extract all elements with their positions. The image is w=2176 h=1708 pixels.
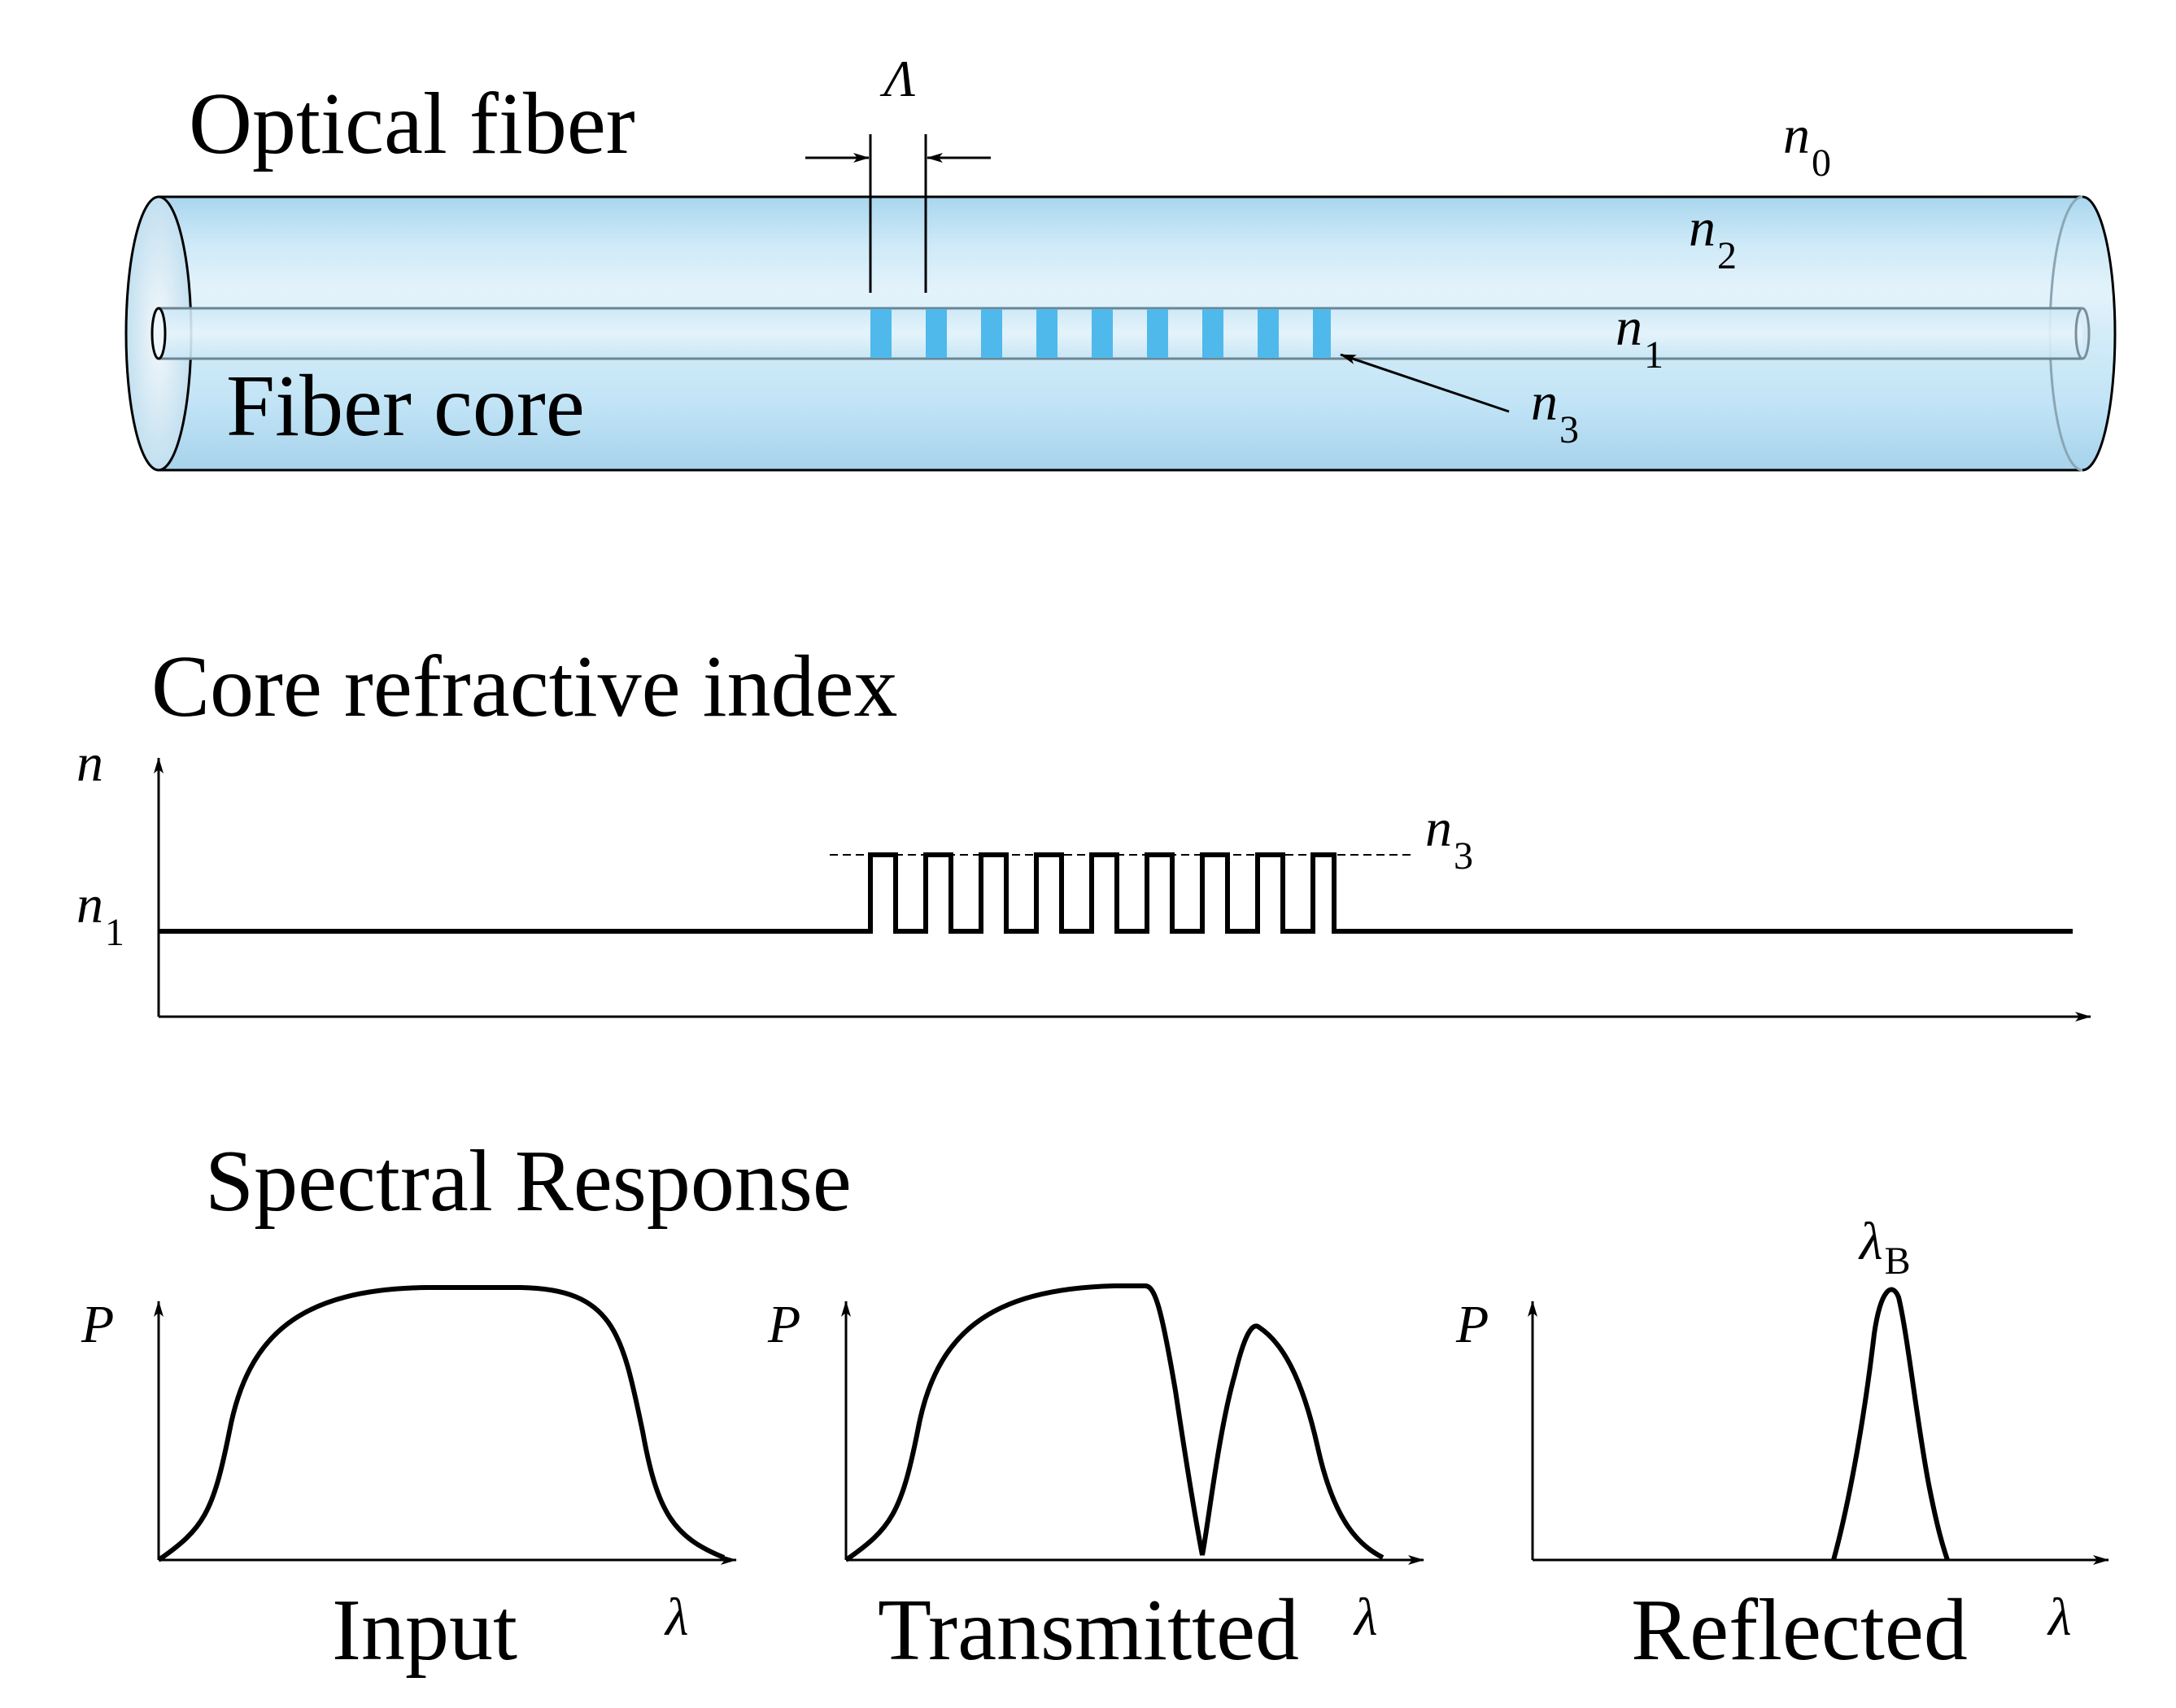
optical-fiber-title: Optical fiber xyxy=(189,76,635,172)
spectral-panel-reflected: P λ Reflected λB xyxy=(1455,1212,2109,1679)
fiber-core-label: Fiber core xyxy=(226,358,585,455)
optical-fiber xyxy=(124,195,2117,472)
n1-label: n1 xyxy=(1616,298,1664,377)
index-plot-title: Core refractive index xyxy=(151,638,898,735)
grating-band xyxy=(981,309,1002,358)
spectral-title: Spectral Response xyxy=(205,1133,852,1230)
grating-band xyxy=(1313,309,1331,358)
input-caption: Input xyxy=(332,1582,517,1679)
grating-band xyxy=(926,309,947,358)
grating-band xyxy=(1036,309,1057,358)
transmitted-spectrum-curve xyxy=(844,1283,1385,1562)
input-x-label: λ xyxy=(664,1588,689,1647)
reflected-x-label: λ xyxy=(2047,1588,2072,1647)
n3-pointer-arrow xyxy=(1340,353,1510,413)
n3-label: n3 xyxy=(1531,373,1579,451)
transmitted-x-label: λ xyxy=(1353,1588,1378,1647)
transmitted-caption: Transmitted xyxy=(878,1582,1299,1679)
n2-label: n2 xyxy=(1689,198,1737,277)
grating-band xyxy=(1258,309,1279,358)
period-label: Λ xyxy=(880,50,916,107)
grating-band xyxy=(1092,309,1113,358)
grating-band xyxy=(1147,309,1168,358)
transmitted-y-label: P xyxy=(767,1295,800,1354)
index-n3-level-label: n3 xyxy=(1425,799,1473,878)
grating-period-marker xyxy=(805,134,991,293)
n0-label: n0 xyxy=(1783,106,1831,185)
index-y-axis-label: n xyxy=(76,734,103,793)
index-plot-axes xyxy=(154,757,2091,1022)
reflected-y-label: P xyxy=(1455,1295,1489,1354)
core-right-end xyxy=(2074,307,2091,360)
refractive-index-profile xyxy=(159,852,2073,934)
index-n1-tick-label: n1 xyxy=(76,875,124,954)
spectral-panel-transmitted: P λ Transmitted xyxy=(767,1283,1424,1679)
reflected-spectrum-curve xyxy=(1831,1287,1950,1561)
core-left-end xyxy=(150,307,167,360)
input-spectrum-curve xyxy=(157,1285,726,1562)
bragg-wavelength-label: λB xyxy=(1858,1212,1911,1283)
fiber-core xyxy=(159,308,2082,359)
reflected-caption: Reflected xyxy=(1631,1582,1968,1679)
grating-band xyxy=(1202,309,1223,358)
grating-band xyxy=(870,309,892,358)
spectral-panel-input: P λ Input xyxy=(81,1285,737,1679)
input-y-label: P xyxy=(81,1295,114,1354)
bragg-grating xyxy=(870,309,1331,358)
